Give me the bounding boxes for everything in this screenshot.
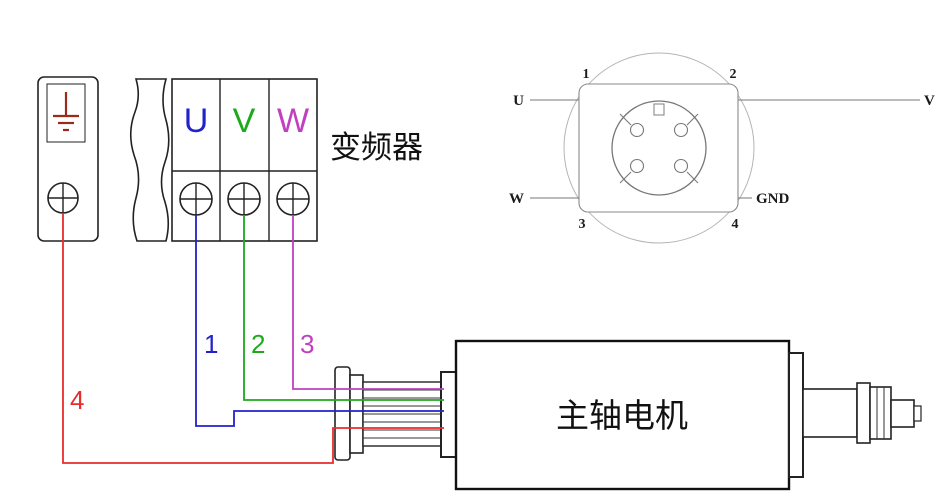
wire-number-2: 2	[251, 329, 265, 359]
wires: 1 2 3 4	[62, 213, 444, 464]
pin-number-3: 3	[579, 217, 586, 232]
pin-number-4: 4	[732, 217, 739, 232]
ground-symbol-box	[46, 83, 86, 143]
ground-screw-terminal	[47, 182, 79, 214]
shaft-collar	[856, 382, 871, 444]
earth-ground-icon	[53, 92, 79, 132]
shaft-tip-nub	[913, 405, 922, 422]
pinout-label-u: U	[513, 93, 524, 109]
ground-terminal-block	[37, 76, 99, 242]
pinout-label-v: V	[924, 93, 935, 109]
terminal-label-v: V	[233, 102, 256, 140]
inverter-label: 变频器	[330, 130, 423, 165]
pinout-label-gnd: GND	[756, 191, 790, 207]
wire-2-v-phase	[243, 215, 444, 401]
wire-number-1: 1	[204, 329, 218, 359]
thread-lines	[363, 389, 441, 439]
right-shaft	[802, 388, 858, 438]
connector-inner-circle	[611, 100, 707, 196]
connector-keyway	[653, 103, 665, 116]
connector-body-square	[578, 83, 739, 213]
shaft-nut-ridges	[876, 387, 885, 439]
pin-number-2: 2	[730, 67, 737, 82]
shaft-tip	[890, 399, 915, 428]
connector-outer-circle	[563, 52, 755, 244]
screw-terminal-w	[276, 182, 310, 216]
right-flange	[788, 352, 804, 478]
terminal-label-u: U	[184, 102, 209, 140]
wire-4-ground	[62, 213, 444, 464]
left-flange	[440, 371, 457, 458]
left-collar-inner	[349, 374, 364, 454]
motor-right-assembly	[788, 352, 922, 478]
terminal-block-dividers	[172, 79, 317, 241]
wire-1-u-phase	[195, 215, 444, 427]
motor-label: 主轴电机	[556, 397, 688, 434]
wire-3-w-phase	[292, 215, 444, 390]
left-collar-outer	[334, 366, 351, 461]
wire-number-4: 4	[70, 385, 84, 415]
pinout-label-w: W	[509, 191, 524, 207]
connector-pins	[619, 113, 699, 184]
inverter-terminal-block: U V W 变频器	[129, 78, 423, 242]
spindle-motor: 主轴电机	[334, 339, 922, 491]
connector-pinout: 1 2 3 4 U V W GND	[509, 52, 935, 244]
screw-terminal-u	[179, 182, 213, 216]
pin-number-1: 1	[583, 67, 590, 82]
screw-terminal-v	[227, 182, 261, 216]
motor-left-assembly	[334, 366, 457, 461]
terminal-label-w: W	[277, 102, 309, 140]
motor-body	[454, 339, 791, 491]
block-torn-edge-piece	[129, 78, 170, 242]
shaft-nut	[869, 386, 892, 440]
wire-number-3: 3	[300, 329, 314, 359]
